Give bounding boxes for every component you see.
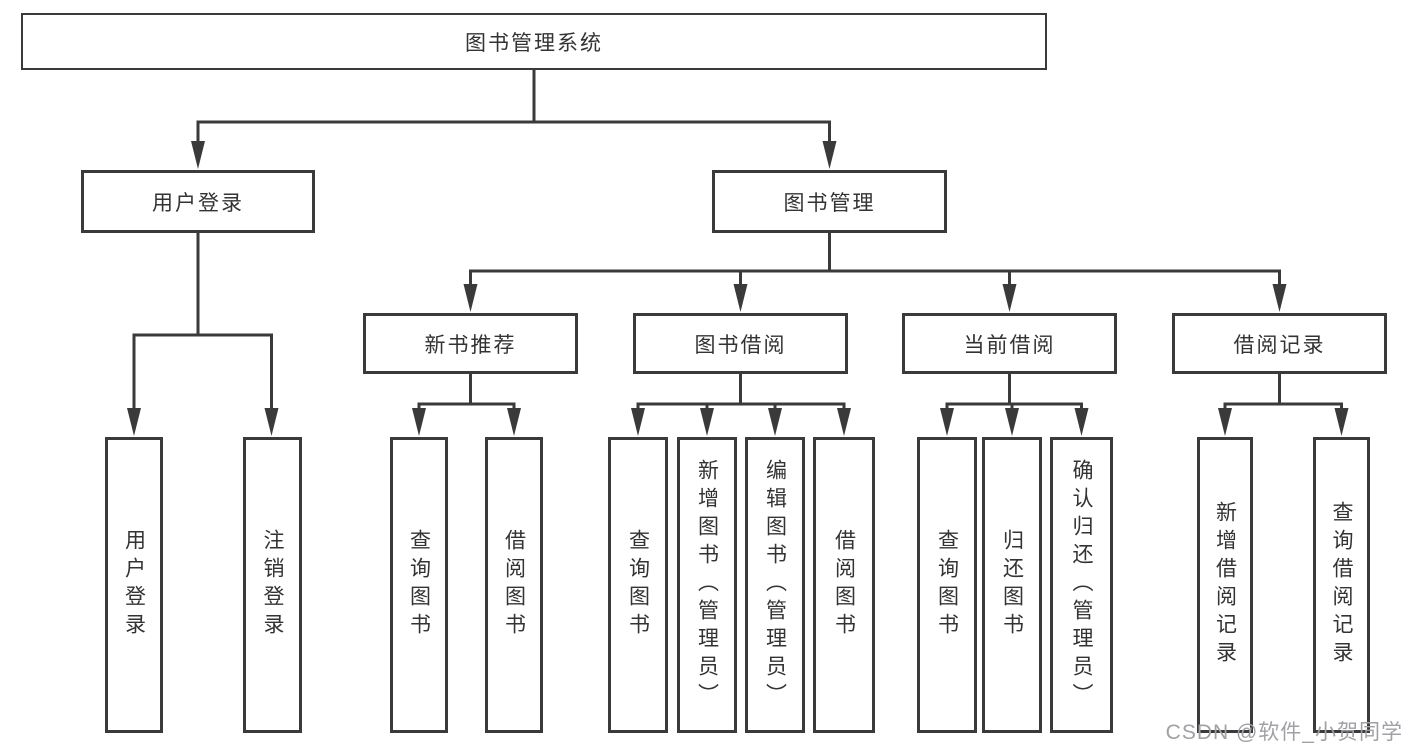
node-label: 新增图书（管理员） xyxy=(695,459,719,711)
node-book-management: 图书管理 xyxy=(712,170,947,233)
node-label: 注销登录 xyxy=(261,529,284,641)
node-leaf-user-login: 用户登录 xyxy=(105,437,163,733)
node-new-book-recommendation: 新书推荐 xyxy=(363,313,578,374)
node-leaf-query-borrow-record: 查询借阅记录 xyxy=(1313,437,1370,733)
node-label: 编辑图书（管理员） xyxy=(763,459,787,711)
node-borrowing-records: 借阅记录 xyxy=(1172,313,1387,374)
node-label: 当前借阅 xyxy=(963,333,1056,357)
node-leaf-borrow-books: 借阅图书 xyxy=(813,437,875,733)
node-leaf-confirm-return-admin: 确认归还（管理员） xyxy=(1050,437,1113,733)
node-leaf-logout: 注销登录 xyxy=(243,437,302,733)
node-library-management-system: 图书管理系统 xyxy=(21,13,1047,70)
node-label: 查询图书 xyxy=(626,529,650,641)
node-label: 借阅记录 xyxy=(1233,333,1326,357)
node-label: 图书借阅 xyxy=(694,333,787,357)
node-leaf-return-books: 归还图书 xyxy=(982,437,1042,733)
node-label: 用户登录 xyxy=(122,529,146,641)
node-leaf-borrow-books-rec: 借阅图书 xyxy=(485,437,543,733)
connector-book-borrowing-to-leaves xyxy=(631,374,851,436)
node-label: 查询图书 xyxy=(407,529,431,641)
node-leaf-query-books-rec: 查询图书 xyxy=(390,437,448,733)
node-label: 查询图书 xyxy=(935,529,959,641)
node-label: 确认归还（管理员） xyxy=(1070,459,1093,711)
connector-user-login-to-leaves xyxy=(127,233,279,436)
node-label: 查询借阅记录 xyxy=(1330,501,1353,669)
node-leaf-add-borrow-record: 新增借阅记录 xyxy=(1197,437,1253,733)
node-label: 图书管理 xyxy=(783,191,876,215)
connector-new-book-rec-to-leaves xyxy=(412,374,521,436)
node-label: 用户登录 xyxy=(152,191,244,215)
node-leaf-query-books-current: 查询图书 xyxy=(917,437,977,733)
node-label: 借阅图书 xyxy=(502,529,526,641)
node-leaf-query-books-borrowing: 查询图书 xyxy=(608,437,668,733)
node-leaf-add-books-admin: 新增图书（管理员） xyxy=(677,437,737,733)
node-user-login-module: 用户登录 xyxy=(81,170,315,233)
node-book-borrowing: 图书借阅 xyxy=(633,313,848,374)
connector-book-management-to-level3 xyxy=(463,233,1287,312)
connector-root-to-level2 xyxy=(191,70,837,169)
connector-current-borrowing-to-leaves xyxy=(940,374,1089,436)
node-current-borrowing: 当前借阅 xyxy=(902,313,1117,374)
node-label: 新书推荐 xyxy=(424,333,517,357)
node-label: 新增借阅记录 xyxy=(1213,501,1237,669)
node-leaf-edit-books-admin: 编辑图书（管理员） xyxy=(745,437,805,733)
csdn-watermark: CSDN @软件_小贺同学 xyxy=(1165,721,1403,744)
connector-borrow-records-to-leaves xyxy=(1218,374,1349,436)
node-label: 图书管理系统 xyxy=(465,31,603,55)
node-label: 借阅图书 xyxy=(832,529,856,641)
node-label: 归还图书 xyxy=(1000,529,1024,641)
